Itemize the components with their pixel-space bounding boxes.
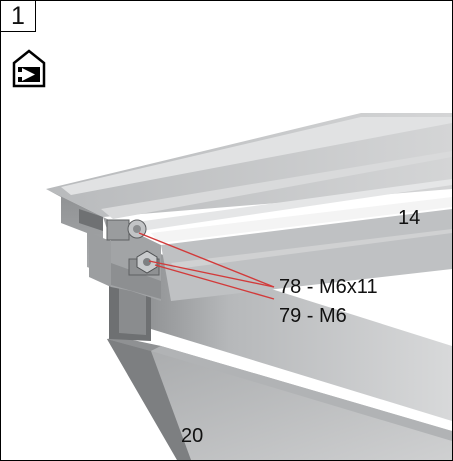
house-with-arrow-icon	[12, 49, 46, 88]
profile-part-20	[107, 337, 452, 460]
step-number: 1	[11, 2, 25, 30]
callout-nut: 79 - M6	[279, 305, 347, 327]
rail-part-14	[46, 113, 452, 301]
nut-part-79	[128, 250, 160, 276]
callout-rail: 14	[398, 207, 421, 229]
leader-lines	[138, 232, 275, 300]
step-number-box: 1	[1, 1, 36, 32]
callout-profile: 20	[181, 425, 204, 447]
bolt-part-78	[106, 219, 147, 241]
callout-bolt: 78 - M6x11	[279, 276, 378, 298]
